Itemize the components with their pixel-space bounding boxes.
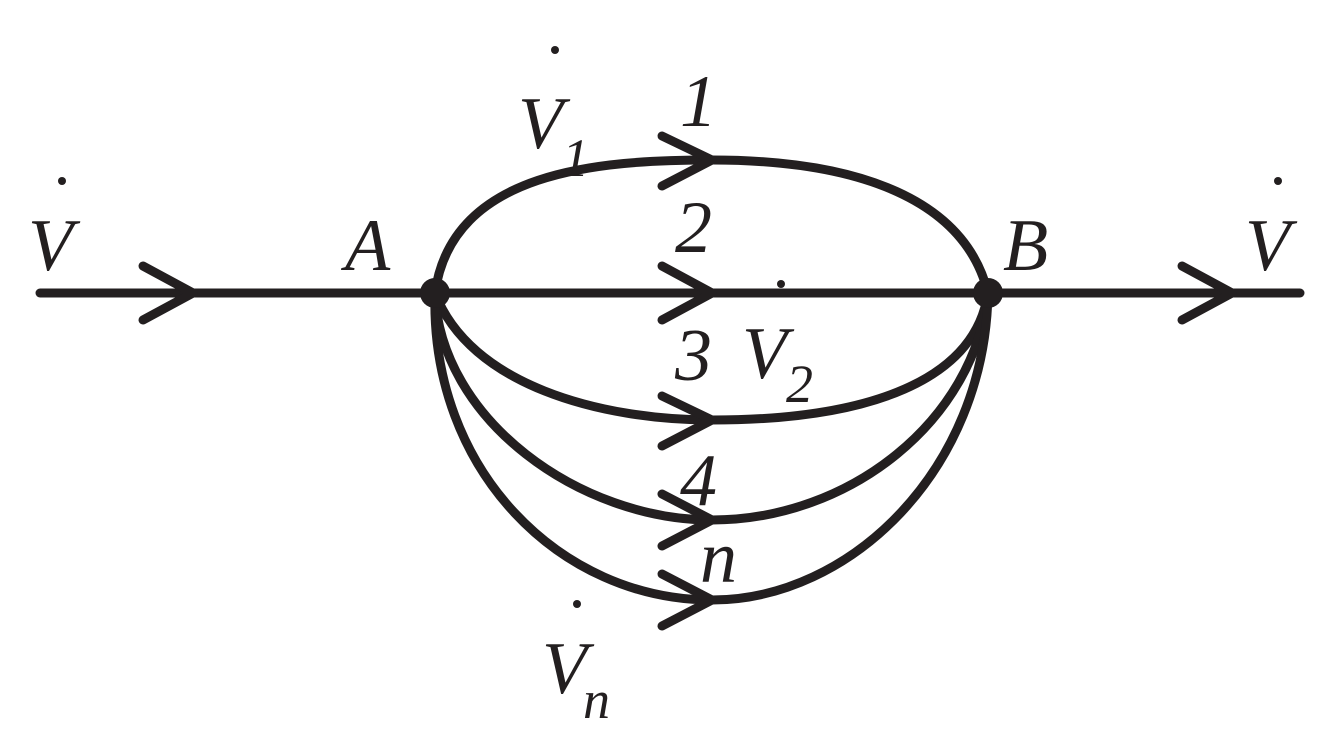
outlet-flow-dot	[1274, 177, 1282, 185]
branch-1-label: 1	[680, 61, 717, 143]
branch-n-arrow	[657, 569, 717, 631]
flow-n-subscript: n	[583, 670, 610, 730]
inlet-flow-dot	[58, 177, 66, 185]
branch-n-label: n	[700, 517, 737, 599]
branch-3-label: 3	[674, 315, 712, 397]
branch-4-arrow	[657, 489, 717, 551]
inlet-flow-label: V	[28, 205, 81, 287]
outlet-flow-label: V	[1245, 205, 1298, 287]
flow-n-dot	[573, 600, 581, 608]
node-b-label: B	[1003, 205, 1048, 287]
flow-2-dot	[777, 280, 785, 288]
outlet-arrow	[1177, 261, 1237, 325]
flow-1-label: V	[518, 83, 571, 165]
branch-2-arrow	[657, 261, 717, 325]
branch-4-label: 4	[680, 440, 717, 522]
flow-1-dot	[551, 46, 559, 54]
branch-1-arrow	[657, 131, 717, 191]
node-a-label: A	[340, 205, 391, 287]
branch-2-label: 2	[675, 187, 712, 269]
inlet-arrow	[138, 261, 198, 325]
node-a-junction	[420, 278, 450, 308]
branch-3-arrow	[657, 391, 717, 451]
flow-1-subscript: 1	[562, 128, 589, 188]
flow-2-subscript: 2	[786, 354, 813, 414]
flow-n-label: V	[542, 628, 595, 710]
node-b-junction	[973, 278, 1003, 308]
flow-2-label: V	[742, 313, 795, 395]
